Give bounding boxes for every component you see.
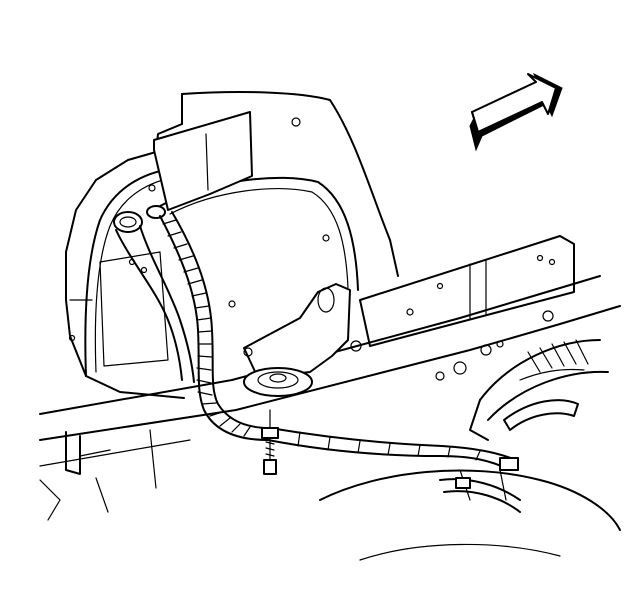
wheelhouse-panel: [65, 91, 399, 399]
harness-bracket: [243, 283, 362, 397]
fuel-filler-neck: [113, 205, 195, 383]
frame-rail: [39, 235, 621, 521]
bolt-icon: [261, 409, 279, 475]
front-direction-arrow-icon: [469, 72, 563, 152]
wiring-harness: [159, 211, 517, 471]
rear-suspension: [319, 339, 621, 561]
